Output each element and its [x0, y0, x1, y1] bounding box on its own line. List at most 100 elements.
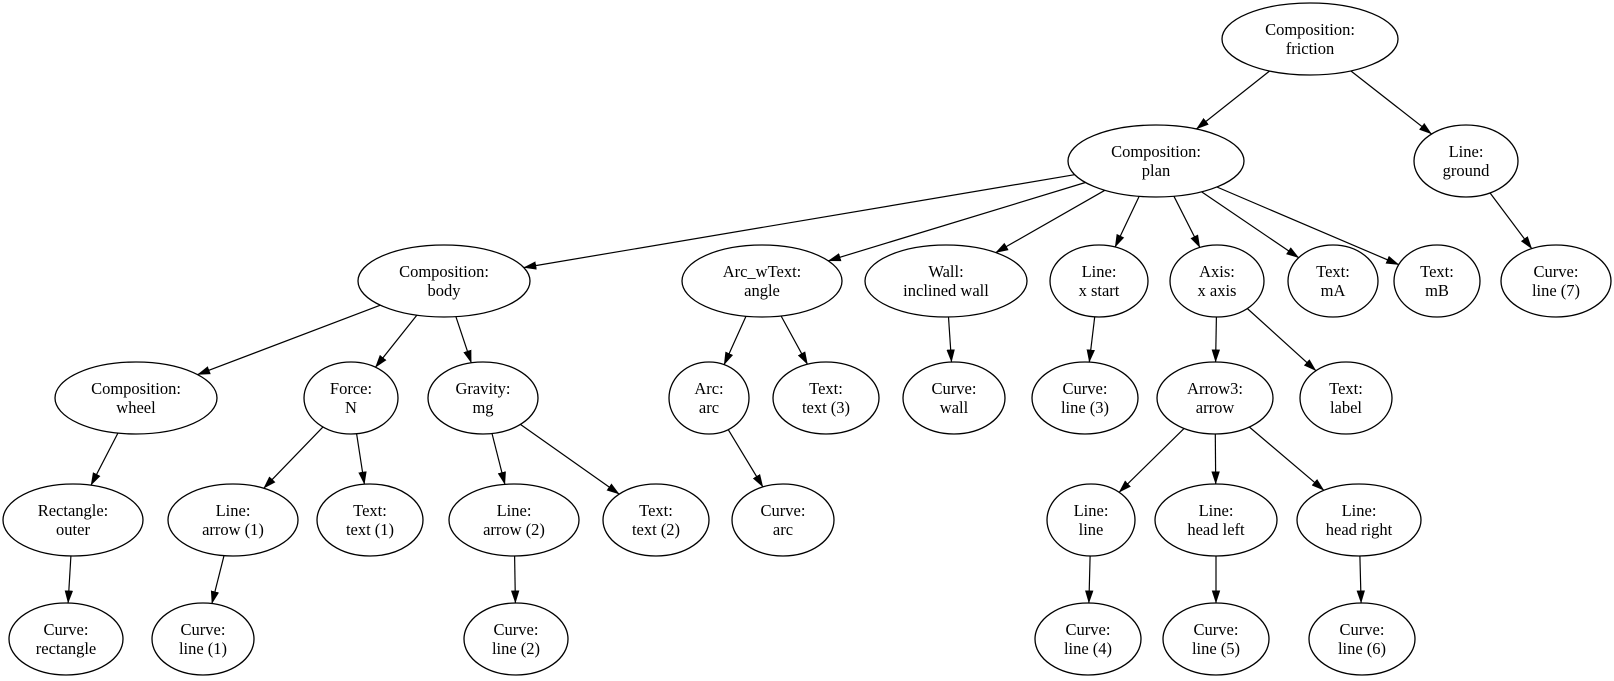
node-gravity-mg-name-label: mg: [472, 398, 493, 417]
node-plan: Composition:plan: [1067, 124, 1245, 198]
edge-x-axis-to-label: [1246, 308, 1317, 372]
node-head-right-name-label: head right: [1326, 520, 1393, 539]
node-line-5-name-label: line (5): [1192, 639, 1240, 658]
edge-body-to-wheel: [197, 304, 381, 376]
node-x-start-type-label: Line:: [1082, 262, 1117, 281]
edge-plan-to-mB: [1216, 186, 1400, 266]
edge-angle-to-arc: [723, 316, 747, 366]
node-body: Composition:body: [357, 244, 531, 318]
node-text-2: Text:text (2): [602, 483, 710, 557]
node-outer-ellipse: [2, 483, 144, 557]
node-line-name-label: line: [1079, 520, 1104, 539]
node-arc-curve-name-label: arc: [773, 520, 793, 539]
node-line-3: Curve:line (3): [1031, 361, 1139, 435]
node-outer: Rectangle:outer: [2, 483, 144, 557]
node-head-left-ellipse: [1154, 483, 1278, 557]
node-line-4: Curve:line (4): [1034, 602, 1142, 676]
node-arc-name-label: arc: [699, 398, 719, 417]
node-wall-name-label: wall: [940, 398, 969, 417]
node-friction-type-label: Composition:: [1265, 20, 1355, 39]
node-line-5-type-label: Curve:: [1194, 620, 1239, 639]
node-text-1-type-label: Text:: [353, 501, 387, 520]
node-head-right-type-label: Line:: [1342, 501, 1377, 520]
node-x-axis-type-label: Axis:: [1199, 262, 1235, 281]
node-mB-type-label: Text:: [1420, 262, 1454, 281]
node-wall-ellipse: [902, 361, 1006, 435]
node-text-3: Text:text (3): [772, 361, 880, 435]
node-wall: Curve:wall: [902, 361, 1006, 435]
node-line-6-ellipse: [1308, 602, 1416, 676]
node-x-axis-ellipse: [1169, 244, 1265, 318]
edge-plan-to-body: [523, 174, 1075, 270]
node-plan-type-label: Composition:: [1111, 142, 1201, 161]
node-label-name-label: label: [1330, 398, 1362, 417]
edge-body-to-gravity-mg: [455, 316, 472, 364]
node-x-start-ellipse: [1049, 244, 1149, 318]
node-text-2-name-label: text (2): [632, 520, 680, 539]
node-line-6-type-label: Curve:: [1340, 620, 1385, 639]
node-line-2: Curve:line (2): [463, 602, 569, 676]
node-arrow-2-ellipse: [448, 483, 580, 557]
node-line-1-name-label: line (1): [179, 639, 227, 658]
edge-plan-to-mA: [1201, 191, 1300, 259]
node-mA-name-label: mA: [1321, 281, 1346, 300]
node-wheel-type-label: Composition:: [91, 379, 181, 398]
node-line-2-type-label: Curve:: [494, 620, 539, 639]
node-body-name-label: body: [428, 281, 462, 300]
node-line-2-name-label: line (2): [492, 639, 540, 658]
node-outer-name-label: outer: [56, 520, 90, 539]
edge-plan-to-angle: [827, 181, 1086, 262]
node-line-1-ellipse: [151, 602, 255, 676]
node-arc-curve-type-label: Curve:: [761, 501, 806, 520]
edge-arrow-2-to-line-2: [510, 555, 520, 604]
edge-force-n-to-text-1: [356, 433, 367, 485]
node-mB-ellipse: [1393, 244, 1481, 318]
node-arrow: Arrow3:arrow: [1156, 361, 1274, 435]
node-inclined-wall-type-label: Wall:: [928, 262, 963, 281]
node-head-left-name-label: head left: [1187, 520, 1245, 539]
node-inclined-wall-ellipse: [864, 244, 1028, 318]
node-line-2-ellipse: [463, 602, 569, 676]
node-wheel-ellipse: [54, 361, 218, 435]
node-arc-ellipse: [668, 361, 750, 435]
node-line-7: Curve:line (7): [1500, 244, 1612, 318]
node-arc-curve: Curve:arc: [731, 483, 835, 557]
node-rectangle: Curve:rectangle: [8, 602, 124, 676]
node-arrow-ellipse: [1156, 361, 1274, 435]
node-mA-type-label: Text:: [1316, 262, 1350, 281]
edge-plan-to-inclined-wall: [995, 189, 1106, 254]
node-mB: Text:mB: [1393, 244, 1481, 318]
node-rectangle-ellipse: [8, 602, 124, 676]
node-body-type-label: Composition:: [399, 262, 489, 281]
node-inclined-wall-name-label: inclined wall: [903, 281, 989, 300]
node-x-start-name-label: x start: [1079, 281, 1120, 300]
node-arrow-2: Line:arrow (2): [448, 483, 580, 557]
node-angle: Arc_wText:angle: [681, 244, 843, 318]
node-mA: Text:mA: [1287, 244, 1379, 318]
node-arrow-1-name-label: arrow (1): [202, 520, 264, 539]
node-head-right: Line:head right: [1296, 483, 1422, 557]
node-text-1-name-label: text (1): [346, 520, 394, 539]
node-gravity-mg: Gravity:mg: [427, 361, 539, 435]
node-gravity-mg-ellipse: [427, 361, 539, 435]
node-line-5-ellipse: [1162, 602, 1270, 676]
node-arrow-type-label: Arrow3:: [1187, 379, 1243, 398]
node-text-1-ellipse: [316, 483, 424, 557]
node-arrow-2-name-label: arrow (2): [483, 520, 545, 539]
node-force-n-type-label: Force:: [330, 379, 372, 398]
node-plan-name-label: plan: [1142, 161, 1170, 180]
edge-body-to-force-n: [374, 314, 418, 368]
node-line-4-ellipse: [1034, 602, 1142, 676]
node-arrow-1: Line:arrow (1): [167, 483, 299, 557]
node-arrow-2-type-label: Line:: [497, 501, 532, 520]
edge-arrow-to-head-right: [1248, 426, 1325, 491]
node-text-1: Text:text (1): [316, 483, 424, 557]
node-line-1: Curve:line (1): [151, 602, 255, 676]
node-force-n: Force:N: [303, 361, 399, 435]
node-line-5: Curve:line (5): [1162, 602, 1270, 676]
node-inclined-wall: Wall:inclined wall: [864, 244, 1028, 318]
node-wheel-name-label: wheel: [116, 398, 156, 417]
edge-ground-to-line-7: [1489, 192, 1533, 250]
